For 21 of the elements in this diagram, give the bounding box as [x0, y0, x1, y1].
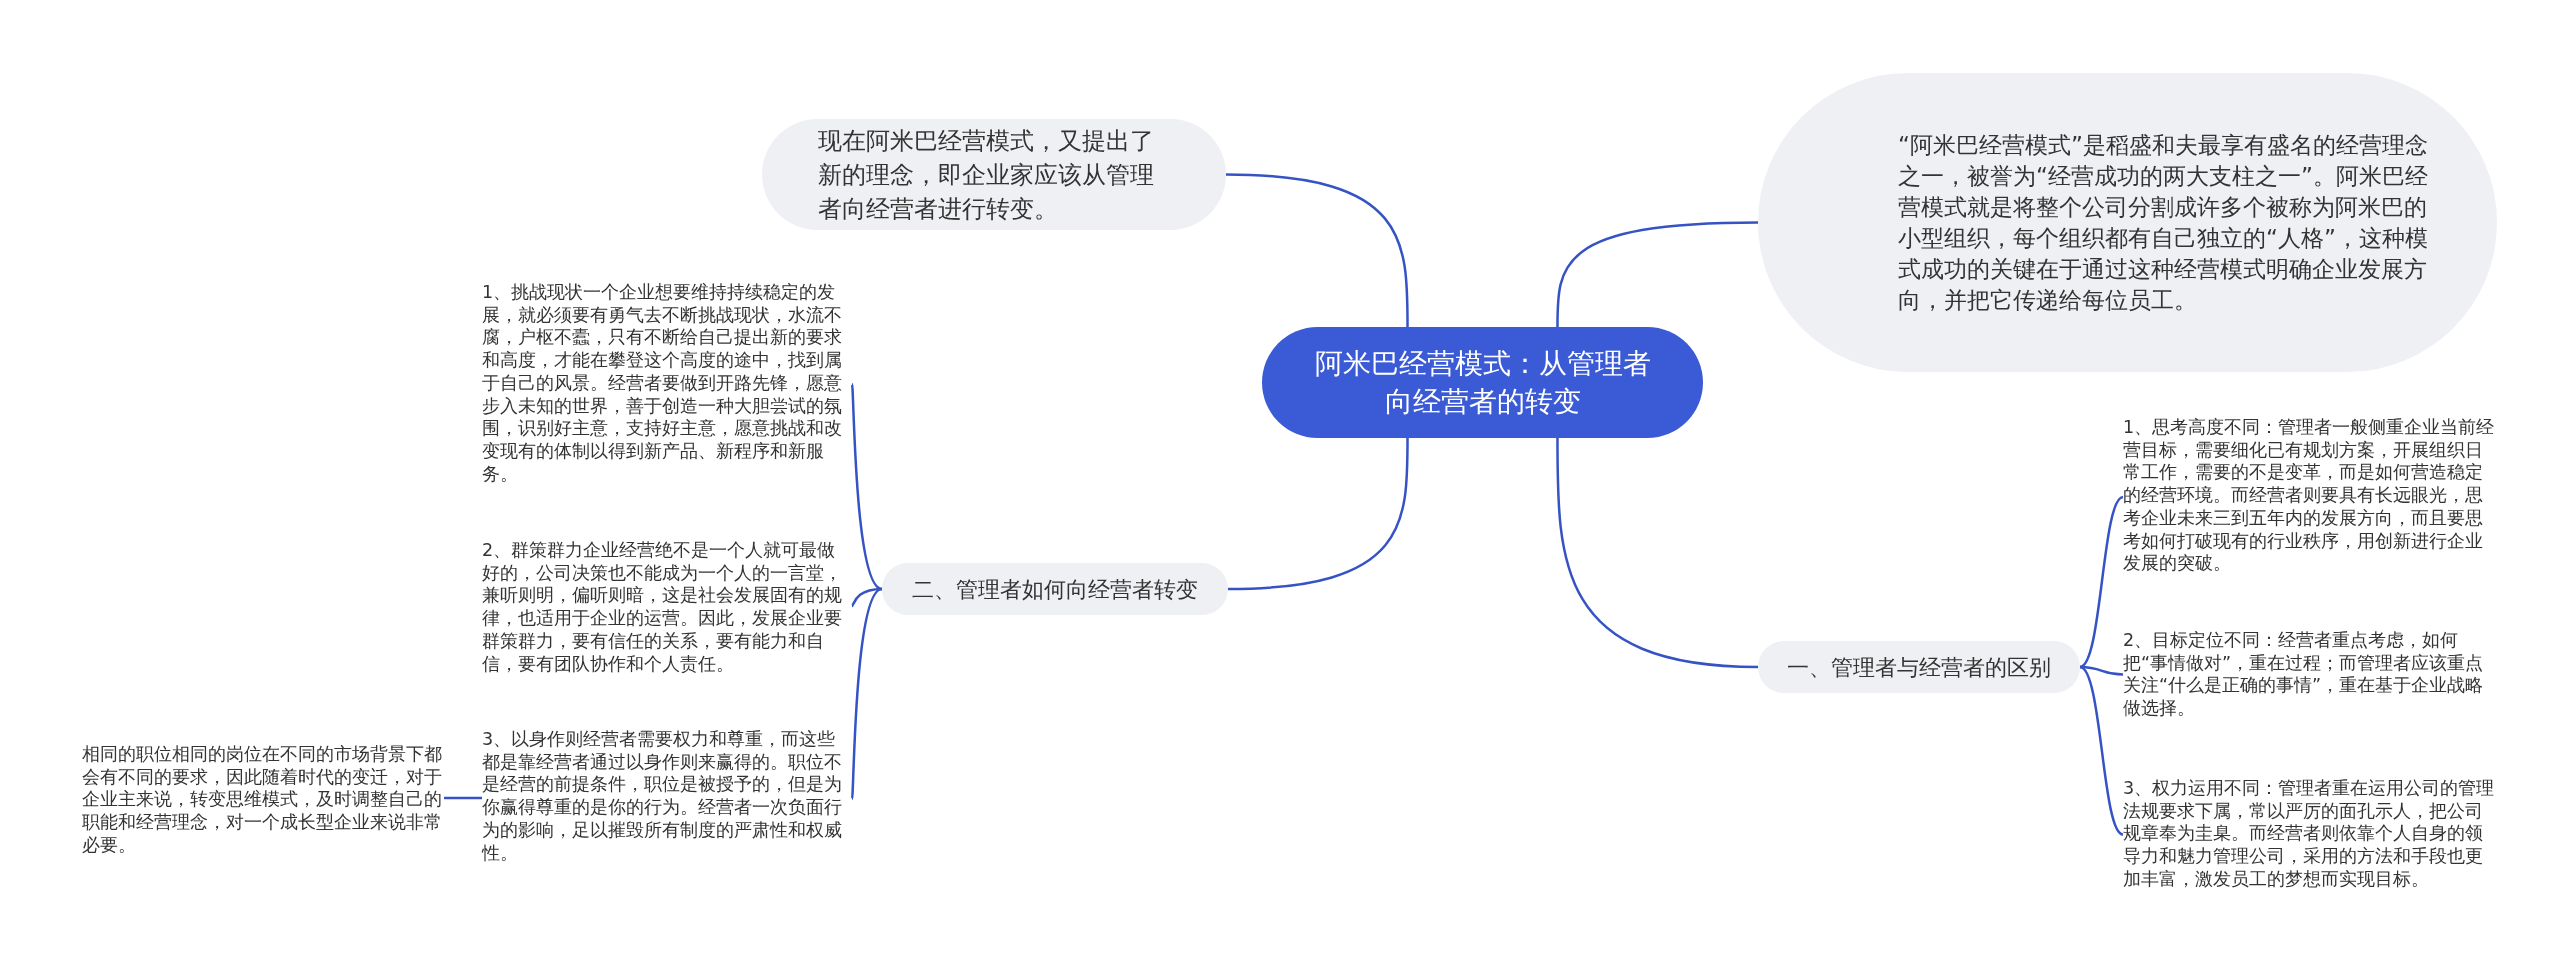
central-topic: 阿米巴经营模式：从管理者向经营者的转变 — [1262, 327, 1703, 438]
leaf-text: 1、思考高度不同：管理者一般侧重企业当前经营目标，需要细化已有规划方案，开展组织日常工作，需要的不是变革，而是如何营造稳定的经营环境。而经营者则要具有长远眼光，思考企业未来三到五年内的发展方向，而且要思考如何打破现有的行业秩序，用创新进行企业发展的突破。 — [2123, 416, 2498, 578]
leaf-text: 1、挑战现状一个企业想要维持持续稳定的发展，就必须要有勇气去不断挑战现状，水流不腐，户枢不蠹，只有不断给自己提出新的要求和高度，才能在攀登这个高度的途中，找到属于自己的风景。经营者要做到开路先锋，愿意步入未知的世界，善于创造一种大胆尝试的氛围，识别好主意，支持好主意，愿意挑战和改变现有的体制以得到新产品、新程序和新服务。 — [482, 281, 852, 487]
topic-bubble: “阿米巴经营模式”是稻盛和夫最享有盛名的经营理念之一，被誉为“经营成功的两大支柱之一”。阿米巴经营模式就是将整个公司分割成许多个被称为阿米巴的小型组织，每个组织都有自己独立的“人格”，这种模式成功的关键在于通过这种经营模式明确企业发展方向，并把它传递给每位员工。 — [1758, 73, 2497, 372]
leaf-text: 2、目标定位不同：经营者重点考虑，如何把“事情做对”，重在过程；而管理者应该重点关注“什么是正确的事情”，重在基于企业战略做选择。 — [2123, 629, 2498, 720]
leaf-text: 2、群策群力企业经营绝不是一个人就可最做好的，公司决策也不能成为一个人的一言堂，兼听则明，偏听则暗，这是社会发展固有的规律，也适用于企业的运营。因此，发展企业要群策群力，要有信任的关系，要有能力和自信，要有团队协作和个人责任。 — [482, 539, 852, 676]
connector-line — [850, 587, 883, 800]
connector-line — [2079, 495, 2124, 669]
branch-topic: 一、管理者与经营者的区别 — [1758, 641, 2080, 693]
branch-topic: 二、管理者如何向经营者转变 — [882, 563, 1228, 615]
connector-line — [1225, 173, 1409, 327]
connector-line — [850, 383, 883, 591]
connector-line — [1556, 438, 1759, 669]
connector-line — [1556, 221, 1759, 327]
leaf-text: 3、以身作则经营者需要权力和尊重，而这些都是靠经营者通过以身作则来赢得的。职位不是经营的前提条件，职位是被授予的，但是为你赢得尊重的是你的行为。经营者一次负面行为的影响，足以摧毁所有制度的严肃性和权威性。 — [482, 728, 852, 870]
leaf-text: 3、权力运用不同：管理者重在运用公司的管理法规要求下属，常以严厉的面孔示人，把公司规章奉为圭臬。而经营者则依靠个人自身的领导力和魅力管理公司，采用的方法和手段也更加丰富，激发员工的梦想而实现目标。 — [2123, 777, 2498, 892]
leaf-text: 相同的职位相同的岗位在不同的市场背景下都会有不同的要求，因此随着时代的变迁，对于企业主来说，转变思维模式，及时调整自己的职能和经营理念，对一个成长型企业来说非常必要。 — [82, 743, 444, 857]
connector-line — [1227, 438, 1409, 591]
topic-bubble: 现在阿米巴经营模式，又提出了新的理念，即企业家应该从管理者向经营者进行转变。 — [762, 119, 1226, 230]
connector-line — [444, 796, 482, 800]
connector-line — [2079, 665, 2124, 836]
